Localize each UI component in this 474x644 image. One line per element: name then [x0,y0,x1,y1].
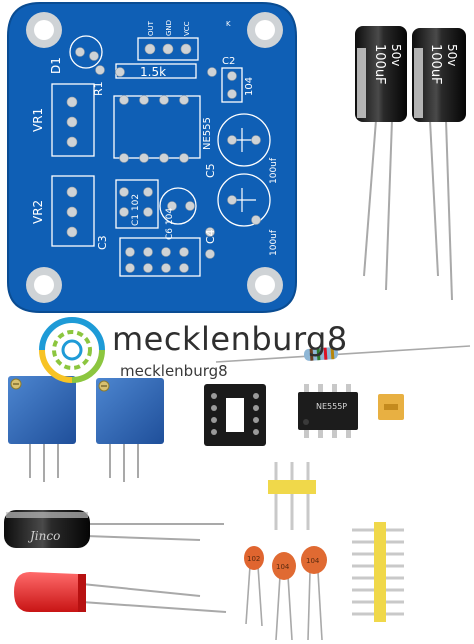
pin-header-3 [268,462,316,530]
ic-socket [204,384,266,446]
header-footprint [137,37,199,61]
silk-gnd: GND [165,20,173,36]
ceramic-2-label: 104 [276,563,290,571]
mount-hole-bl [26,267,62,303]
silk-c5-value: 100uf [269,157,279,184]
bottom-header-footprint [119,237,201,277]
jumper-cap [378,394,404,420]
vr1-footprint [51,83,95,157]
silk-c2-value: 104 [244,77,255,96]
ceramic-capacitor-1: 102 [244,546,264,627]
small-capacitor: Jinco [4,510,224,548]
ic-footprint [113,95,201,159]
cap1-value: 100uF [372,44,387,85]
silk-vr2: VR2 [31,200,45,224]
c1-footprint [115,179,159,229]
d1-footprint [69,35,103,69]
small-cap-brand: Jinco [27,529,60,543]
electrolytic-capacitor-1: 100uF 50v [355,26,407,291]
silk-out: OUT [147,20,155,36]
ceramic-capacitor-3: 104 [301,546,327,641]
ceramic-capacitor-2: 104 [272,552,296,641]
chip-label: NE555P [316,402,347,411]
mount-hole-br [247,267,283,303]
pin-header-8 [352,522,404,622]
red-led [14,572,227,613]
silk-c4: C4 [204,229,217,244]
watermark-brand-small: mecklenburg8 [120,362,228,380]
silk-c6-value: C6 104 [165,208,175,240]
watermark-brand: mecklenburg8 [112,320,348,358]
silk-r1-value: 1.5k [140,65,166,79]
pcb-board: D1 R1 1.5k OUT GND VCC K VR1 VR2 NE555 C… [7,1,297,313]
ceramic-1-label: 102 [247,555,260,563]
silk-c3: C3 [96,235,109,250]
silk-c5: C5 [204,163,217,178]
silk-k: K [226,20,231,28]
ne555-chip: NE555P [298,384,358,438]
silk-d1: D1 [49,57,63,74]
silk-vr1: VR1 [31,108,45,132]
mount-hole-tl [26,12,62,48]
silk-vcc: VCC [183,21,191,36]
silk-c1-value: C1 102 [131,194,141,226]
trim-pot-2 [96,378,164,482]
c2-footprint [221,67,243,103]
c4-footprint [217,173,271,227]
c6-footprint [159,187,197,225]
c5-footprint [217,113,271,167]
cap2-voltage: 50v [445,44,459,66]
silk-c4-value: 100uf [269,229,279,256]
resistor [215,345,471,363]
ceramic-3-label: 104 [306,557,320,565]
mount-hole-tr [247,12,283,48]
silk-ne555: NE555 [202,117,213,150]
cap2-value: 100uF [428,44,443,85]
electrolytic-capacitor-2: 100uF 50v [412,28,466,301]
silk-r1: R1 [92,81,105,96]
watermark-logo [39,317,105,383]
vr2-footprint [51,175,95,247]
silk-c2: C2 [222,56,235,67]
trim-pot-1 [8,376,76,482]
cap1-voltage: 50v [389,44,403,66]
